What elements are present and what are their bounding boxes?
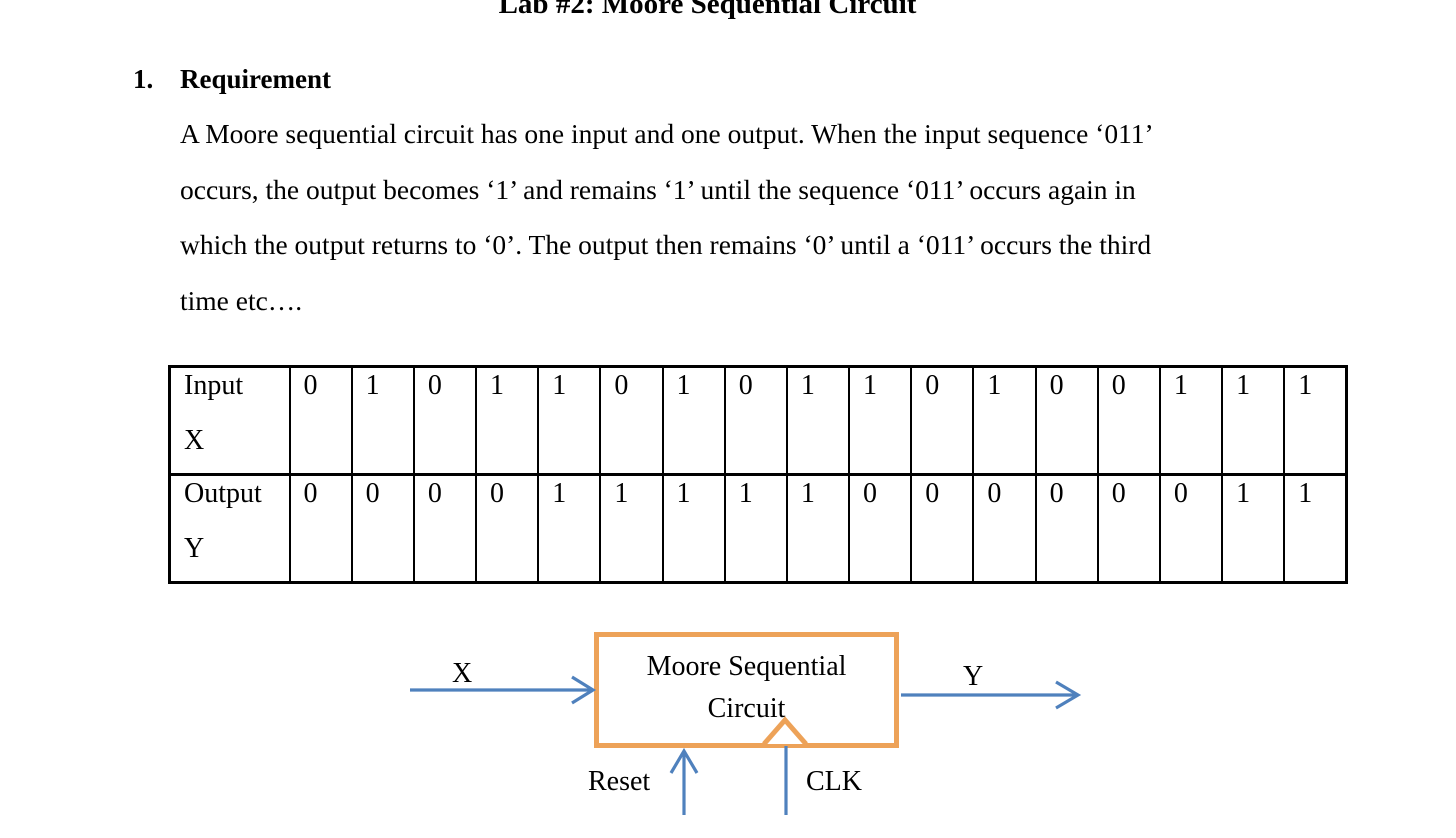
input-signal-label: X bbox=[452, 658, 473, 689]
table-cell: 1 bbox=[1283, 365, 1348, 476]
table-cell: 0 bbox=[288, 365, 353, 476]
table-cell: 0 bbox=[475, 473, 540, 584]
table-cell: 0 bbox=[972, 473, 1037, 584]
table-cell: 0 bbox=[350, 473, 415, 584]
table-cell: 1 bbox=[1221, 365, 1286, 476]
table-cell: 0 bbox=[1158, 473, 1224, 584]
y-output-arrow bbox=[901, 680, 1082, 710]
paragraph-line: which the output returns to ‘0’. The out… bbox=[180, 229, 1152, 260]
table-cell: 0 bbox=[599, 365, 664, 476]
table-cell: 1 bbox=[972, 365, 1037, 476]
clk-signal-label: CLK bbox=[806, 766, 862, 797]
table-cell: 1 bbox=[1283, 473, 1348, 584]
table-cell: 1 bbox=[1158, 365, 1224, 476]
output-signal-label: Y bbox=[963, 661, 984, 692]
table-cell: 0 bbox=[1096, 365, 1161, 476]
table-cell: 1 bbox=[785, 473, 851, 584]
table-cell: 1 bbox=[848, 365, 913, 476]
table-cell: 1 bbox=[537, 365, 602, 476]
table-cell: 0 bbox=[1034, 473, 1099, 584]
table-cell: 0 bbox=[910, 473, 975, 584]
box-label-line1: Moore Sequential bbox=[646, 651, 847, 682]
table-cell: 1 bbox=[723, 473, 788, 584]
table-cell: 1 bbox=[475, 365, 540, 476]
section-title: Requirement bbox=[180, 64, 331, 94]
section-heading: 1. Requirement bbox=[133, 64, 331, 95]
table-cell: 0 bbox=[1096, 473, 1161, 584]
paragraph-line: occurs, the output becomes ‘1’ and remai… bbox=[180, 173, 1136, 205]
reset-signal-label: Reset bbox=[588, 766, 651, 797]
box-label-line2: Circuit bbox=[707, 693, 786, 724]
reset-input-arrow bbox=[669, 747, 699, 815]
table-cell: 0 bbox=[910, 365, 975, 476]
moore-circuit-box: Moore Sequential Circuit bbox=[594, 632, 899, 748]
table-cell: 0 bbox=[412, 473, 478, 584]
section-number: 1. bbox=[133, 64, 154, 94]
table-cell: 1 bbox=[599, 473, 664, 584]
table-cell: 0 bbox=[288, 473, 353, 584]
paragraph-line: A Moore sequential circuit has one input… bbox=[180, 118, 1154, 149]
table-cell: 0 bbox=[412, 365, 478, 476]
table-cell: 0 bbox=[848, 473, 913, 584]
table-cell: 1 bbox=[661, 365, 726, 476]
table-cell: 1 bbox=[537, 473, 602, 584]
table-cell: 1 bbox=[785, 365, 851, 476]
table-cell: 0 bbox=[1034, 365, 1099, 476]
table-cell: 1 bbox=[350, 365, 415, 476]
x-input-arrow bbox=[410, 675, 597, 705]
requirement-paragraph: A Moore sequential circuit has one input… bbox=[180, 106, 1154, 328]
document-title: Lab #2: Moore Sequential Circuit bbox=[498, 0, 917, 20]
table-cell: 1 bbox=[661, 473, 726, 584]
paragraph-line: time etc…. bbox=[180, 284, 303, 316]
table-cell: 0 bbox=[723, 365, 788, 476]
table-cell: 1 bbox=[1221, 473, 1286, 584]
